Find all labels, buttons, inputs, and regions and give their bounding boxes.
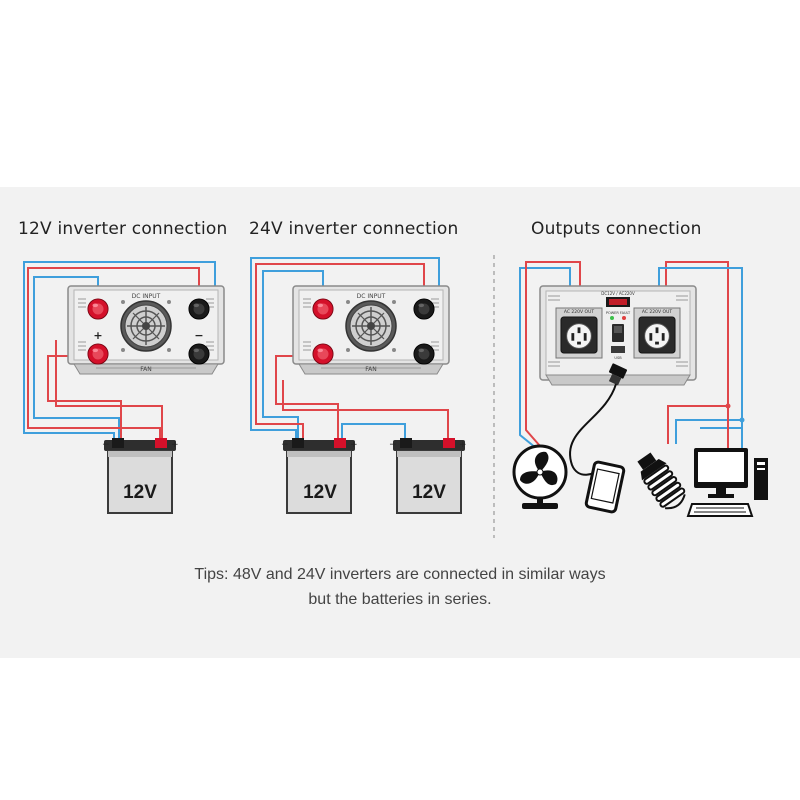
- battery-24v-left-negative-post: [292, 438, 304, 448]
- battery-24v-left-minus-label: −: [281, 440, 289, 450]
- plus-label-12v: +: [93, 329, 102, 342]
- section-12v: DC INPUT FAN + − − + 12V: [23, 261, 225, 514]
- usb-cable: [569, 383, 617, 476]
- fan-label-24v: FAN: [365, 366, 377, 373]
- heading-outputs-connection: Outputs connection: [531, 219, 702, 239]
- inverter-output: AC 220V OUT AC 220V OUT DC12V / AC220V P…: [539, 285, 697, 386]
- heading-24v-connection: 24V inverter connection: [249, 219, 459, 239]
- red-terminal-12v-top: [87, 298, 109, 320]
- smartphone-icon: [584, 460, 626, 514]
- ac-socket-left: [560, 316, 598, 354]
- battery-24v-right-positive-post: [443, 438, 455, 448]
- socket-label-left: AC 220V OUT: [564, 309, 595, 315]
- dc-input-label-24v: DC INPUT: [357, 293, 386, 300]
- black-terminal-24v-bottom: [413, 343, 435, 365]
- black-terminal-24v-top: [413, 298, 435, 320]
- minus-label-12v: −: [194, 329, 203, 342]
- red-terminal-24v-top: [312, 298, 334, 320]
- battery-24v-left-positive-post: [334, 438, 346, 448]
- wires-outputs: [519, 261, 743, 450]
- battery-24v-left-plus-label: +: [350, 440, 358, 450]
- section-outputs: AC 220V OUT AC 220V OUT DC12V / AC220V P…: [512, 261, 768, 517]
- black-terminal-12v-top: [188, 298, 210, 320]
- battery-12v-minus-label: −: [102, 440, 110, 450]
- battery-24v-right-label: 12V: [412, 482, 446, 503]
- red-terminal-12v-bottom: [87, 343, 109, 365]
- display-caption: DC12V / AC220V: [601, 291, 635, 296]
- fan-icon: [512, 444, 568, 509]
- desktop-computer-icon: [686, 448, 768, 517]
- dc-input-label-12v: DC INPUT: [132, 293, 161, 300]
- battery-24v-right-negative-post: [400, 438, 412, 448]
- usb-port: [611, 346, 625, 353]
- battery-24v-right-plus-label: +: [459, 440, 467, 450]
- black-terminal-12v-bottom: [188, 343, 210, 365]
- battery-12v-label: 12V: [123, 482, 157, 503]
- usb-label: USB: [614, 356, 622, 360]
- junction-blue: [739, 417, 745, 423]
- usb-plug-icon: [608, 363, 628, 386]
- battery-12v-negative-post: [112, 438, 124, 448]
- fault-led: [622, 316, 626, 320]
- battery-24v-left-label: 12V: [303, 482, 337, 503]
- socket-label-right: AC 220V OUT: [642, 309, 673, 315]
- section-24v: DC INPUT FAN − + 12V − + 12V: [250, 257, 467, 514]
- heading-12v-connection: 12V inverter connection: [18, 219, 228, 239]
- power-fault-label: POWER FAULT: [606, 311, 631, 315]
- battery-12v-plus-label: +: [171, 440, 179, 450]
- tips-line-1: Tips: 48V and 24V inverters are connecte…: [194, 566, 606, 583]
- junction-red: [725, 403, 731, 409]
- digital-display-readout: [609, 299, 627, 305]
- ac-socket-right: [638, 316, 676, 354]
- battery-12v-positive-post: [155, 438, 167, 448]
- light-bulb-icon: [637, 452, 686, 510]
- red-terminal-24v-bottom: [312, 343, 334, 365]
- tips-line-2: but the batteries in series.: [308, 591, 492, 608]
- battery-24v-right-minus-label: −: [389, 440, 397, 450]
- fan-label-12v: FAN: [140, 366, 152, 373]
- power-led: [610, 316, 614, 320]
